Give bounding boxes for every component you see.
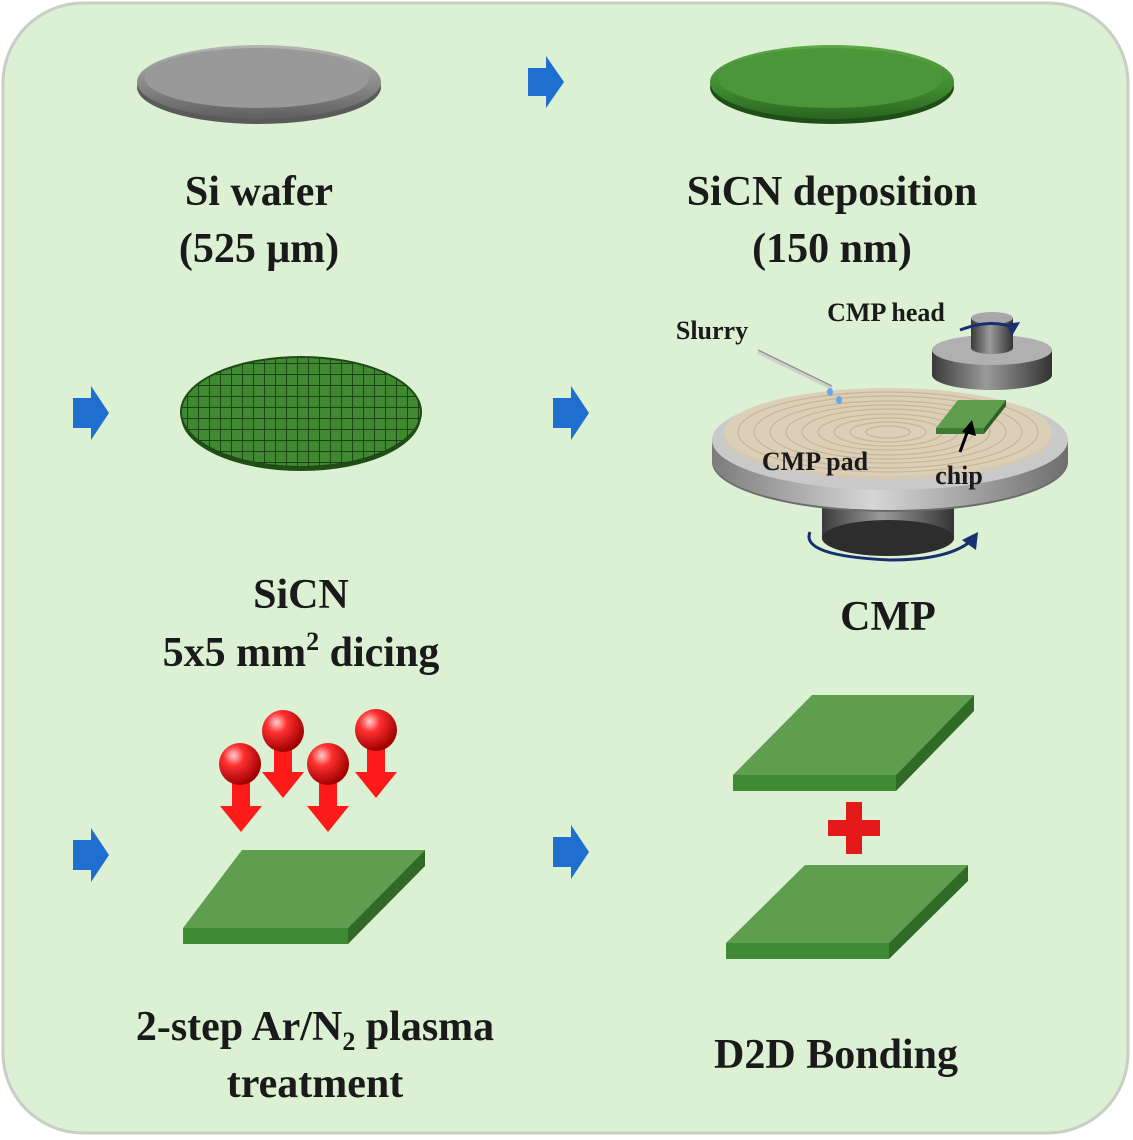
ion-2-icon — [262, 710, 304, 798]
flow-arrow-5-icon — [553, 825, 589, 879]
flow-arrow-2-icon — [73, 386, 109, 440]
cmp-title: CMP — [840, 594, 936, 640]
flow-arrow-1-icon — [528, 56, 564, 108]
ion-1-icon — [219, 743, 262, 832]
bonding-bottom-chip-graphic — [726, 865, 968, 959]
diced-wafer-graphic — [180, 356, 422, 471]
ion-3-icon — [307, 743, 349, 832]
plasma-label-line1: 2-step Ar/N2 plasma — [136, 1004, 494, 1056]
plus-icon — [828, 802, 880, 854]
si-wafer-label: Si wafer — [185, 169, 333, 215]
cmp-apparatus-graphic — [712, 312, 1068, 562]
cmp-slurry-label: Slurry — [676, 316, 748, 345]
flow-arrow-3-icon — [553, 386, 589, 440]
cmp-head-label: CMP head — [827, 298, 945, 327]
sicn-deposition-label: SiCN deposition — [687, 169, 978, 215]
dicing-label-material: SiCN — [253, 572, 349, 618]
bonding-title: D2D Bonding — [714, 1032, 958, 1078]
si-wafer-graphic — [137, 45, 381, 124]
bonding-top-chip-graphic — [733, 695, 974, 791]
cmp-chip-label: chip — [935, 461, 983, 490]
ion-4-icon — [355, 709, 397, 798]
si-wafer-thickness: (525 μm) — [179, 226, 339, 272]
plasma-chip-graphic — [183, 850, 425, 944]
sicn-wafer-graphic — [710, 45, 954, 124]
flow-arrow-4-icon — [73, 828, 109, 882]
plasma-label-line2: treatment — [227, 1061, 403, 1107]
plasma-ions-graphic — [219, 709, 397, 832]
sicn-deposition-thickness: (150 nm) — [752, 226, 912, 272]
dicing-label-size: 5x5 mm2 dicing — [163, 627, 440, 676]
cmp-pad-label: CMP pad — [762, 447, 869, 476]
platen-rotation-arrow-icon — [807, 531, 974, 562]
